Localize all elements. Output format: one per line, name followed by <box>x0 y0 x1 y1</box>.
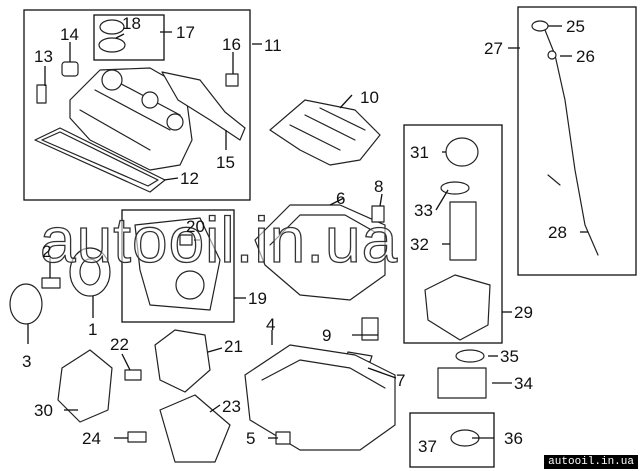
callout-36: 36 <box>504 429 523 448</box>
callout-31: 31 <box>410 143 429 162</box>
callout-16: 16 <box>222 35 241 54</box>
callout-19: 19 <box>248 289 267 308</box>
callout-18: 18 <box>122 14 141 33</box>
callout-35: 35 <box>500 347 519 366</box>
callout-30: 30 <box>34 401 53 420</box>
callout-32: 32 <box>410 235 429 254</box>
callout-1: 1 <box>88 320 97 339</box>
callout-3: 3 <box>22 352 31 371</box>
callout-4: 4 <box>266 315 275 334</box>
callout-6: 6 <box>336 189 345 208</box>
callout-17: 17 <box>176 23 195 42</box>
callout-23: 23 <box>222 397 241 416</box>
callout-5: 5 <box>246 429 255 448</box>
watermark-text: autooil.in.ua <box>40 204 398 276</box>
callout-37: 37 <box>418 437 437 456</box>
callout-9: 9 <box>322 326 331 345</box>
callout-7: 7 <box>396 371 405 390</box>
callout-27: 27 <box>484 39 503 58</box>
callout-24: 24 <box>82 429 101 448</box>
callout-15: 15 <box>216 153 235 172</box>
callout-labels: 1 2 3 4 5 6 7 8 9 10 11 12 13 14 15 16 1… <box>22 14 595 456</box>
leader-lines <box>27 25 588 439</box>
callout-20: 20 <box>186 217 205 236</box>
callout-14: 14 <box>60 25 79 44</box>
callout-26: 26 <box>576 47 595 66</box>
callout-34: 34 <box>514 374 533 393</box>
callout-12: 12 <box>180 169 199 188</box>
frame-boxes <box>23 6 637 468</box>
callout-13: 13 <box>34 47 53 66</box>
callout-25: 25 <box>566 17 585 36</box>
callout-21: 21 <box>224 337 243 356</box>
valve-cover-group-box <box>23 9 251 201</box>
callout-28: 28 <box>548 223 567 242</box>
filter-seal-box <box>409 412 495 468</box>
callout-11: 11 <box>264 36 282 55</box>
callout-33: 33 <box>414 201 433 220</box>
oil-cap-box <box>93 14 165 61</box>
callout-22: 22 <box>110 335 129 354</box>
dipstick-group-box <box>517 6 637 276</box>
oil-filter-group-box <box>403 124 503 344</box>
callout-8: 8 <box>374 177 383 196</box>
callout-2: 2 <box>42 242 51 261</box>
callout-10: 10 <box>360 88 379 107</box>
part-drawings <box>9 19 599 463</box>
callout-29: 29 <box>514 303 533 322</box>
timing-cover-box <box>121 209 235 323</box>
site-footer-label: autooil.in.ua <box>544 455 638 469</box>
